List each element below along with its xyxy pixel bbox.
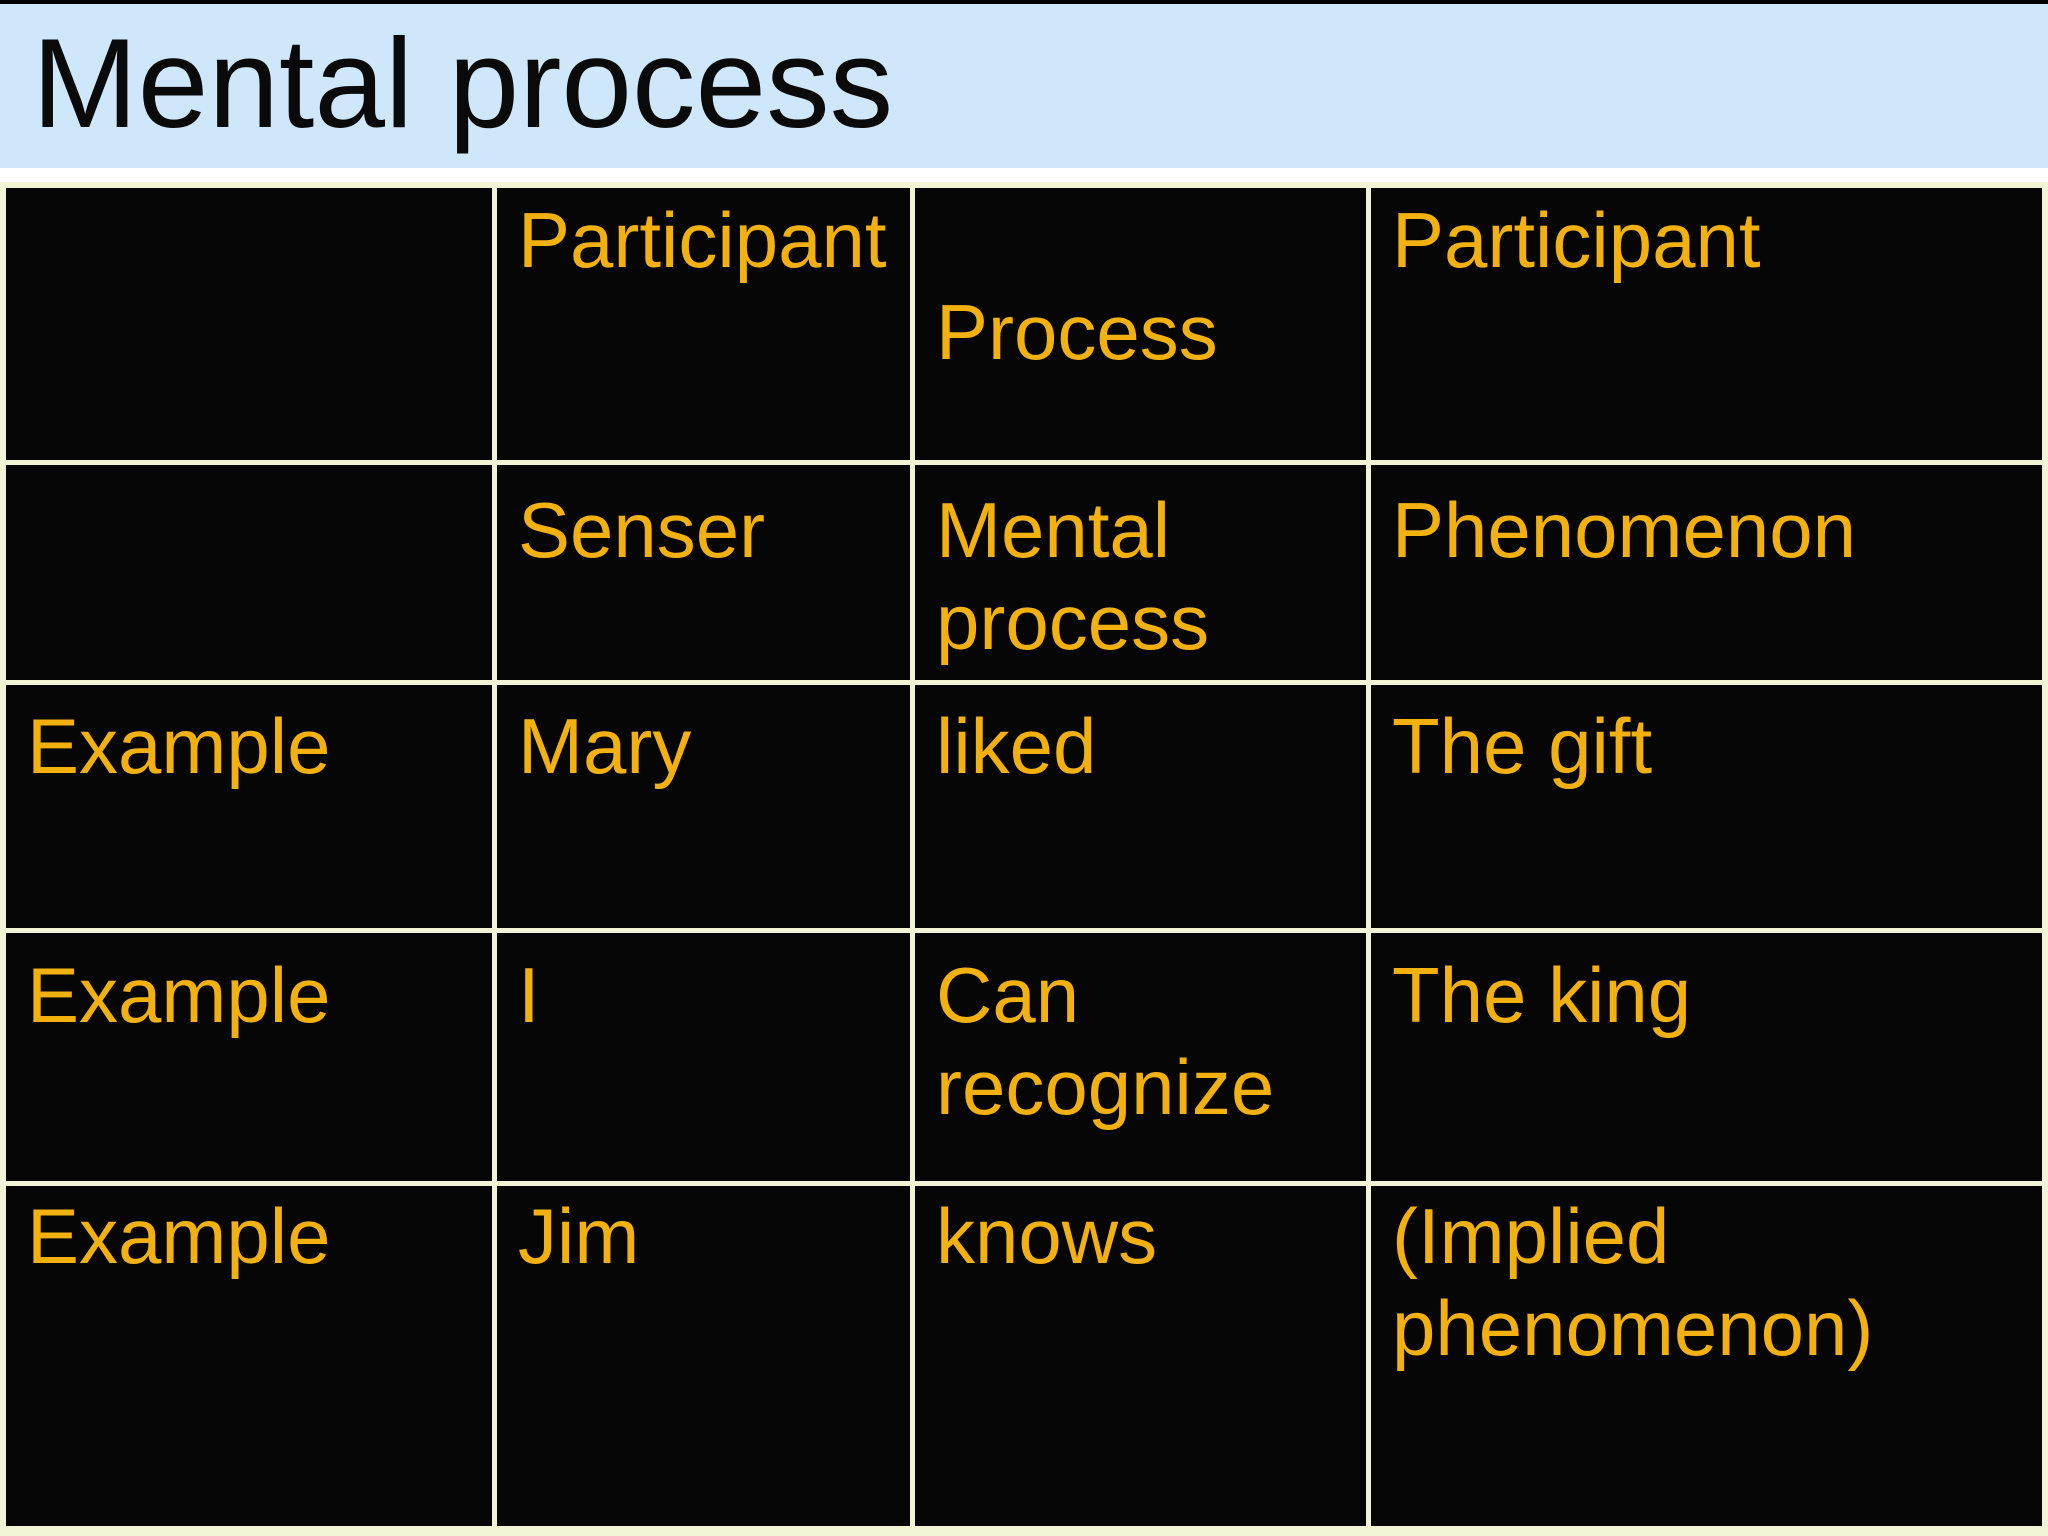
cell-process-value: knows bbox=[915, 1186, 1366, 1526]
cell-process-value: liked bbox=[915, 685, 1366, 928]
cell-process-value: Can recognize bbox=[915, 933, 1366, 1181]
top-edge-strip bbox=[0, 0, 2048, 4]
title-band: Mental process bbox=[0, 4, 2048, 168]
cell-senser-value: I bbox=[497, 933, 910, 1181]
cell-phenomenon-value: The gift bbox=[1371, 685, 2042, 928]
mental-process-table: Participant Process Participant Senser M… bbox=[0, 182, 2048, 1536]
cell-example-label: Example bbox=[6, 1186, 492, 1526]
cell-subheader-senser: Senser bbox=[497, 465, 910, 680]
cell-header-participant-left: Participant bbox=[497, 188, 910, 460]
cell-header-process: Process bbox=[915, 188, 1366, 460]
cell-phenomenon-value: The king bbox=[1371, 933, 2042, 1181]
cell-subheader-phenomenon: Phenomenon bbox=[1371, 465, 2042, 680]
cell-phenomenon-value: (Implied phenomenon) bbox=[1371, 1186, 2042, 1526]
cell-header-participant-right: Participant bbox=[1371, 188, 2042, 460]
cell-blank-subheader bbox=[6, 465, 492, 680]
cell-example-label: Example bbox=[6, 685, 492, 928]
cell-senser-value: Jim bbox=[497, 1186, 910, 1526]
slide-title: Mental process bbox=[32, 12, 894, 154]
cell-subheader-mental-process: Mental process bbox=[915, 465, 1366, 680]
cell-blank-top-left bbox=[6, 188, 492, 460]
cell-example-label: Example bbox=[6, 933, 492, 1181]
cell-senser-value: Mary bbox=[497, 685, 910, 928]
